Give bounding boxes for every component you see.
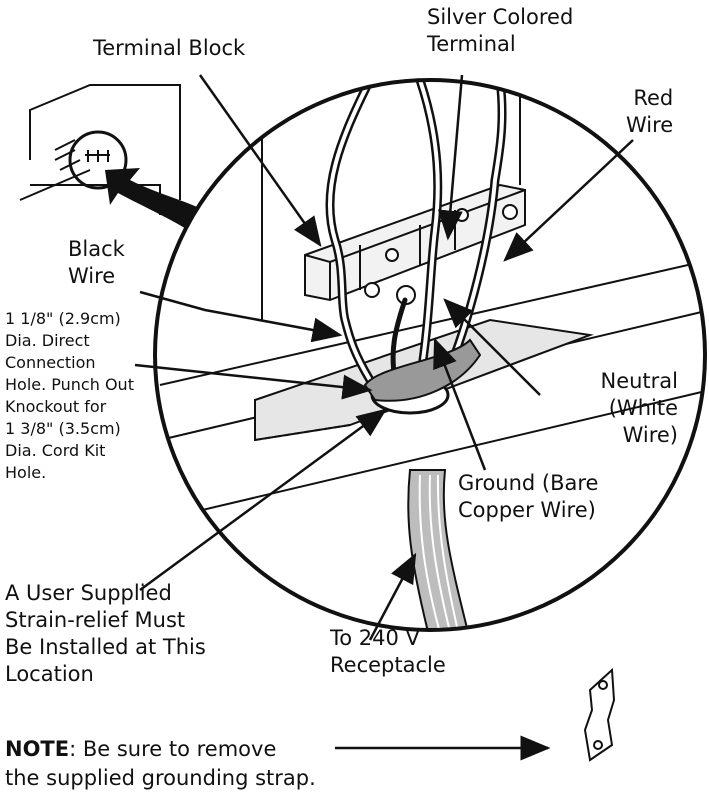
- note-block: NOTE: Be sure to remove the supplied gro…: [5, 735, 316, 793]
- leader-lines: [134, 74, 634, 761]
- wires: [325, 80, 507, 385]
- label-red-wire: Red Wire: [626, 86, 674, 137]
- terminal-block: [304, 183, 526, 305]
- power-cord: [407, 469, 472, 630]
- label-black-wire: Black Wire: [68, 237, 125, 288]
- note-prefix: NOTE: [5, 737, 70, 761]
- magnified-view: [155, 80, 705, 630]
- note-line2: the supplied grounding strap.: [5, 766, 316, 790]
- inset-cabinet-sketch: [19, 84, 181, 215]
- grounding-strap-icon: [583, 667, 616, 762]
- note-text: : Be sure to remove: [69, 737, 277, 761]
- label-silver-terminal: Silver Colored Terminal: [427, 5, 574, 56]
- label-receptacle: To 240 V Receptacle: [330, 626, 446, 677]
- label-strain-relief: A User Supplied Strain-relief Must Be In…: [5, 581, 206, 686]
- label-hole-note: 1 1/8" (2.9cm) Dia. Direct Connection Ho…: [5, 309, 134, 482]
- magnifier-circle: [153, 78, 707, 632]
- label-terminal-block: Terminal Block: [93, 36, 246, 60]
- label-ground-wire: Ground (Bare Copper Wire): [458, 471, 599, 522]
- label-neutral-wire: Neutral (White Wire): [600, 369, 678, 447]
